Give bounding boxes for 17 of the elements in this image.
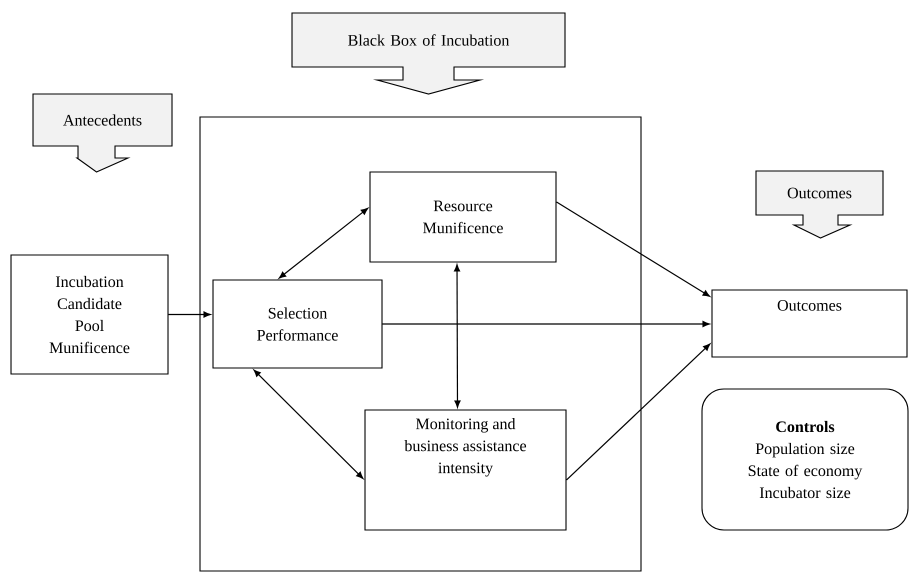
arrow: [454, 264, 461, 408]
rounded-box: Controls Population size State of economy Incubator size: [701, 388, 909, 531]
arrow: [254, 370, 364, 479]
process-box: Outcomes: [711, 289, 908, 358]
callout-arrow-box: Outcomes: [755, 170, 884, 239]
process-box: Resource Munificence: [369, 171, 557, 263]
process-box: Incubation Candidate Pool Munificence: [10, 254, 169, 375]
process-box: Selection Performance: [212, 279, 383, 369]
callout-arrow-box: Black Box of Incubation: [291, 12, 566, 95]
arrow: [278, 208, 368, 279]
callout-arrow-box: Antecedents: [32, 93, 173, 173]
arrow: [566, 344, 710, 480]
arrow: [382, 320, 710, 328]
arrow: [168, 311, 211, 318]
frame-box: [199, 116, 642, 572]
arrow: [556, 201, 710, 297]
process-box: Monitoring and business assistance intensity: [364, 409, 567, 531]
